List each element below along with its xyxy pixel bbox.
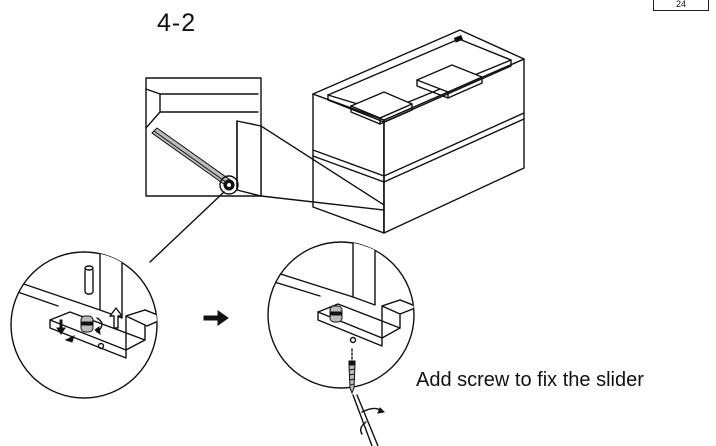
page-number: 24 [653,0,709,11]
clip-detail-left [10,251,158,399]
right-arrow-icon [203,310,229,326]
screw-icon [348,348,386,446]
clip-detail-right [267,241,415,389]
step-label: 4-2 [157,9,197,37]
drawer-detail-box [145,77,385,211]
instruction-caption: Add screw to fix the slider [416,369,644,391]
cabinet-icon [312,29,525,234]
leader-line [149,191,225,263]
